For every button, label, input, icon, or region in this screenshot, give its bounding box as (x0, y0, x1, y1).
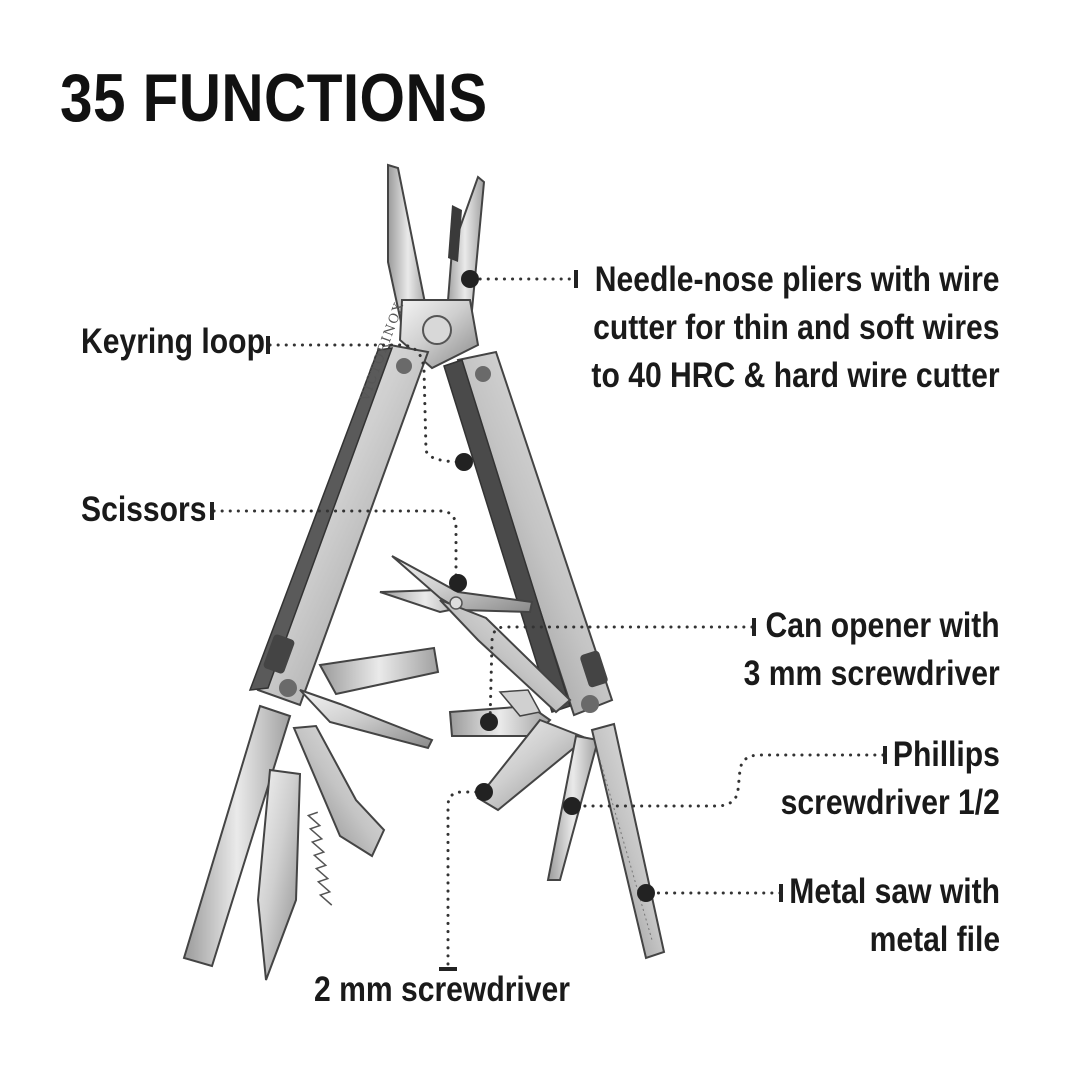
left-handle: VICTORINOX (248, 300, 430, 707)
label-phillips-screwdriver: Phillips screwdriver 1/2 (780, 735, 1000, 822)
tick-keyring (266, 336, 270, 354)
callout-leaders (212, 277, 885, 970)
right-handle (443, 350, 614, 717)
tick-can-opener (752, 618, 756, 636)
marker-scissors (449, 574, 467, 592)
callout-markers (210, 270, 887, 971)
leader-scissors (212, 509, 458, 584)
tick-phillips (883, 746, 887, 764)
marker-can-opener (480, 713, 498, 731)
marker-2mm-screwdriver (475, 783, 493, 801)
right-lower-tools (476, 718, 666, 960)
leader-keyring (268, 343, 466, 464)
marker-keyring (455, 453, 473, 471)
label-keyring-loop: Keyring loop (81, 322, 265, 361)
label-needle-nose-pliers: Needle-nose pliers with wire cutter for … (591, 260, 1000, 395)
tick-metal-saw (779, 884, 783, 902)
label-can-opener: Can opener with 3 mm screwdriver (744, 606, 1000, 693)
label-metal-saw-file: Metal saw with metal file (789, 872, 1000, 959)
label-2mm-screwdriver: 2 mm screwdriver (313, 970, 570, 1009)
label-scissors: Scissors (81, 490, 207, 529)
tick-needle-nose (574, 270, 578, 288)
tick-2mm-screwdriver (439, 967, 457, 971)
marker-phillips (563, 797, 581, 815)
marker-metal-saw (637, 884, 655, 902)
scissors-tool (379, 555, 572, 714)
tick-scissors (210, 502, 214, 520)
marker-needle-nose (461, 270, 479, 288)
wood-saw-and-blade (182, 704, 386, 981)
pliers-jaws (387, 163, 486, 370)
leader-2mm-screwdriver (446, 790, 486, 970)
leader-can-opener (488, 625, 754, 724)
page-title: 35 FUNCTIONS (60, 60, 488, 136)
leader-phillips (570, 753, 885, 808)
